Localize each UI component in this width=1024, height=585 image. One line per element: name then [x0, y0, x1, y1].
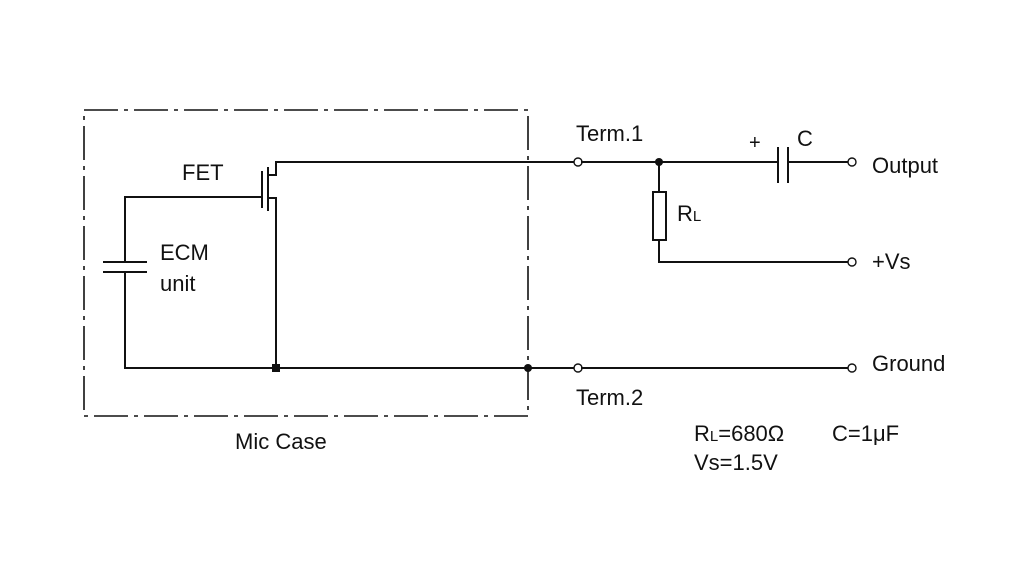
ground-terminal — [847, 363, 857, 373]
rl-value-number: =680Ω — [718, 421, 784, 446]
vs-value-label: Vs=1.5V — [694, 450, 778, 475]
ecm-label-line2: unit — [160, 271, 195, 296]
output-label: Output — [872, 153, 938, 178]
term2-label: Term.2 — [576, 385, 643, 410]
vs-label: +Vs — [872, 249, 911, 274]
ground-node-case — [524, 364, 532, 372]
rl-value-r: R — [694, 421, 710, 446]
resistor-label: RL — [677, 201, 701, 226]
mic-case-outline — [83, 109, 529, 417]
ground-label: Ground — [872, 351, 945, 376]
term1-label: Term.1 — [576, 121, 643, 146]
vs-terminal — [847, 257, 857, 267]
fet-label: FET — [182, 160, 224, 185]
rl-value-label: RL=680Ω — [694, 421, 784, 446]
c-value-label: C=1μF — [832, 421, 899, 446]
resistor-label-r: R — [677, 201, 693, 226]
cap-plus-label: + — [749, 132, 761, 154]
resistor-body — [652, 191, 667, 241]
ground-node-fet — [272, 364, 280, 372]
rl-value-sub: L — [710, 428, 718, 445]
output-terminal — [847, 157, 857, 167]
cap-name-label: C — [797, 126, 813, 151]
term2-connector — [573, 363, 583, 373]
mic-case-label: Mic Case — [235, 429, 327, 454]
ecm-label-line1: ECM — [160, 240, 209, 265]
term1-connector — [573, 157, 583, 167]
resistor-label-sub: L — [693, 208, 701, 225]
